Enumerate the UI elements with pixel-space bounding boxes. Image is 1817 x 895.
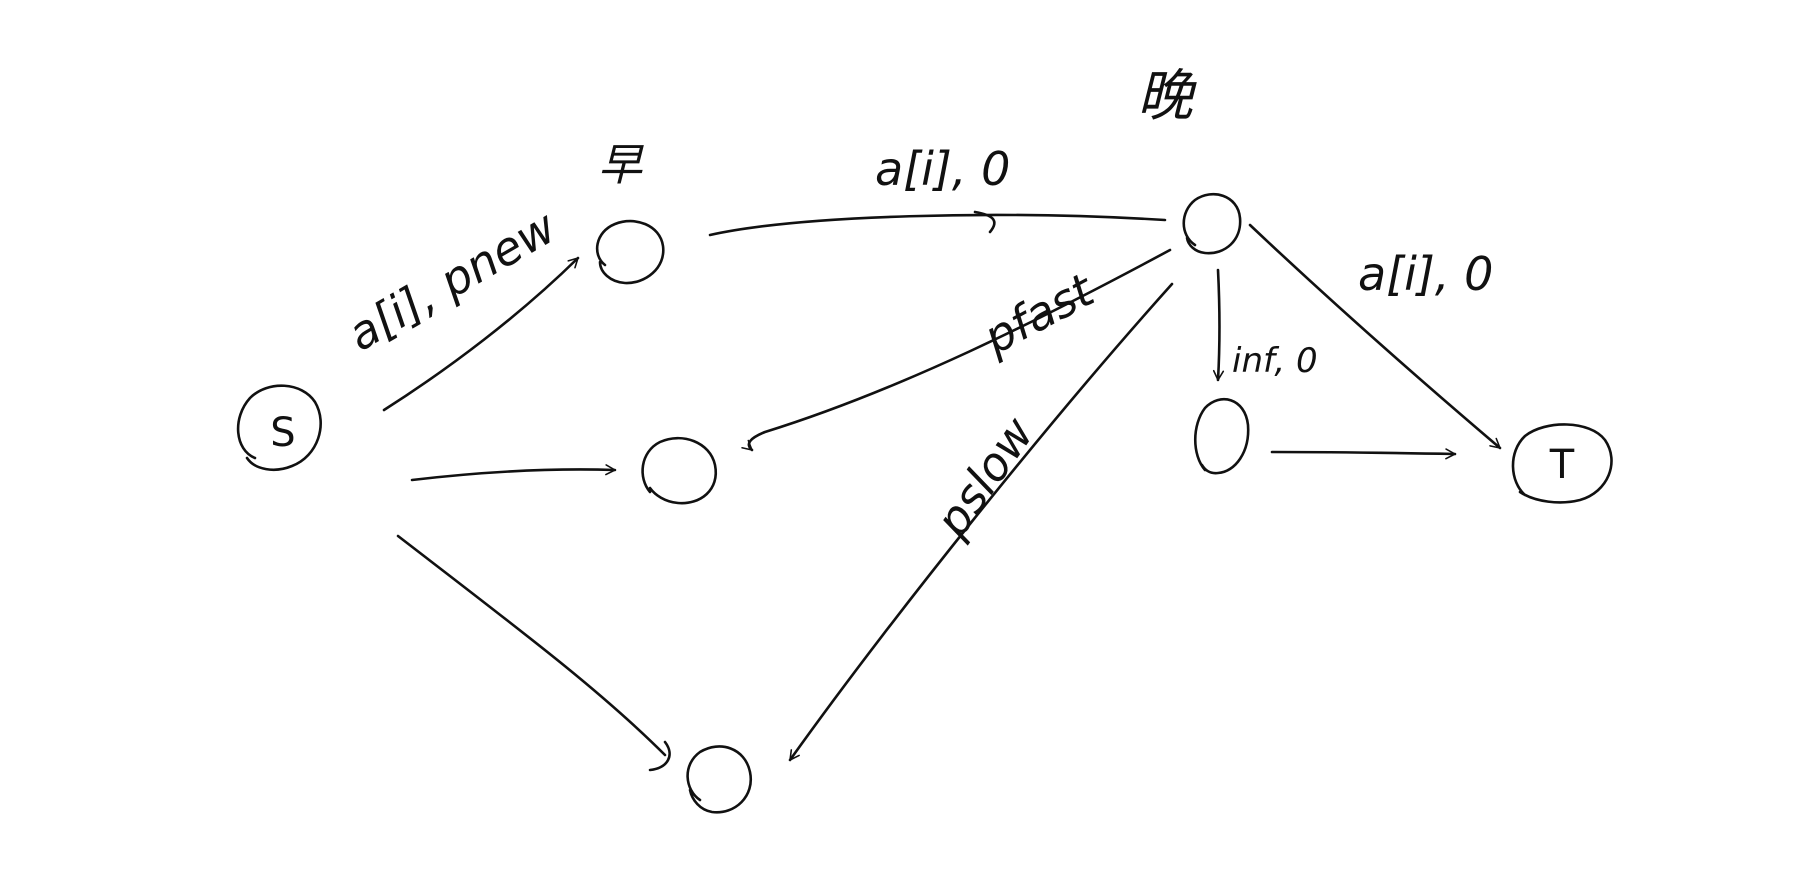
- edge-evening-to-bottom: [788, 282, 1174, 762]
- node-source-label: S: [270, 410, 295, 456]
- node-sink: T: [1511, 423, 1613, 504]
- node-morning: [595, 219, 665, 285]
- edge-aux-to-sink: [1270, 448, 1457, 460]
- node-evening: [1182, 192, 1242, 255]
- edge-source-to-morning: [382, 256, 580, 412]
- label-edge-evening-to-mid: pfast: [974, 262, 1104, 365]
- label-edge-morning-to-evening: a[i], 0: [875, 142, 1010, 196]
- label-edge-source-to-morning: a[i], pnew: [339, 199, 566, 361]
- node-bottom: [686, 745, 753, 814]
- label-morning: 早: [598, 140, 644, 191]
- node-mid: [641, 436, 718, 505]
- edge-evening-to-aux: [1212, 268, 1225, 382]
- label-edge-evening-to-sink: a[i], 0: [1358, 247, 1493, 301]
- edge-source-to-bottom: [396, 534, 667, 757]
- edge-morning-to-evening-arrow: [973, 210, 996, 234]
- edge-evening-to-mid: [741, 248, 1172, 452]
- node-sink-label: T: [1549, 442, 1575, 488]
- node-source: S: [236, 384, 322, 472]
- edge-morning-to-evening: [708, 213, 1167, 237]
- edge-bottom-hook: [648, 740, 671, 772]
- edge-evening-to-sink: [1248, 223, 1502, 450]
- label-evening: 晚: [1137, 64, 1197, 129]
- label-edge-evening-to-aux: inf, 0: [1232, 341, 1318, 381]
- edge-source-to-mid: [410, 464, 617, 482]
- label-edge-evening-to-bottom: pslow: [924, 407, 1045, 547]
- node-aux: [1194, 397, 1250, 475]
